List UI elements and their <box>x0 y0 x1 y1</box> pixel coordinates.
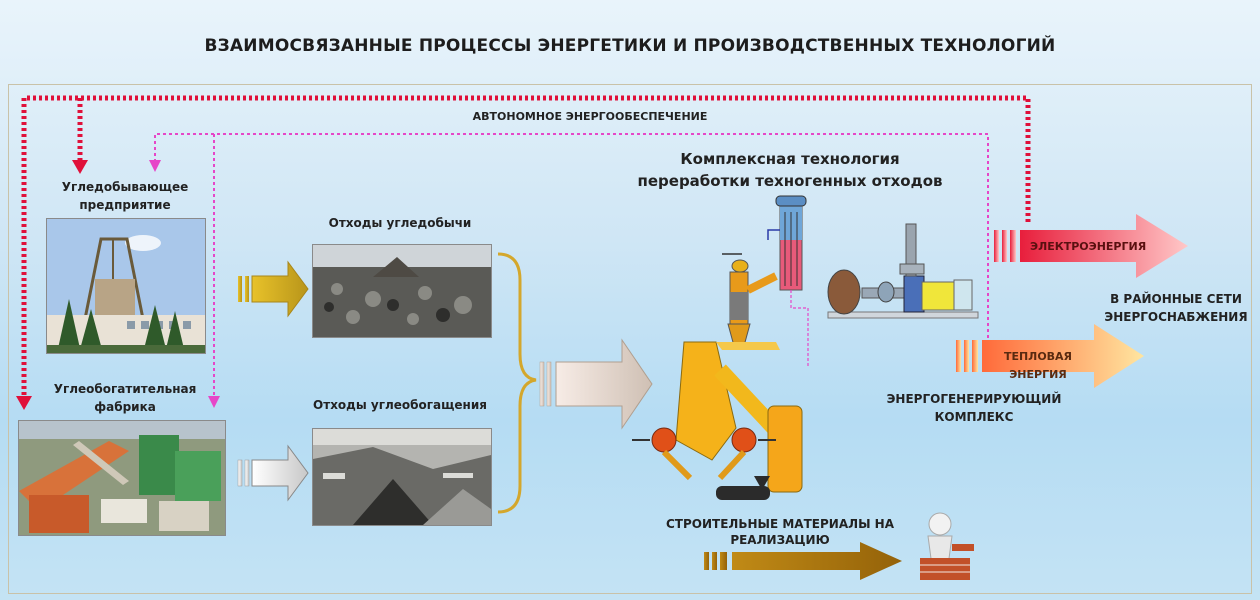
technology-label-line1: Комплексная технология <box>680 150 900 168</box>
page-title: ВЗАИМОСВЯЗАННЫЕ ПРОЦЕССЫ ЭНЕРГЕТИКИ И ПР… <box>204 36 1056 56</box>
plant-label-line1: Углеобогатительная <box>53 382 197 396</box>
generator-illustration <box>827 223 979 319</box>
arrow-heat <box>956 324 1144 388</box>
arrow-mine-waste <box>238 260 309 318</box>
generator-complex-label-line2: КОМПЛЕКС <box>934 410 1014 424</box>
pink-arrowhead-plant <box>208 396 220 408</box>
pink-dotted-loop <box>154 133 989 396</box>
red-arrowhead-mine <box>72 160 88 174</box>
grid-label: В РАЙОННЫЕ СЕТИ ЭНЕРГОСНАБЖЕНИЯ <box>1098 290 1254 326</box>
mining-waste-photo <box>312 244 492 338</box>
mine-label-line1: Угледобывающее <box>61 180 189 194</box>
brace <box>497 252 537 514</box>
building-materials-label-line1: СТРОИТЕЛЬНЫЕ МАТЕРИАЛЫ НА <box>665 517 895 531</box>
mine-photo <box>46 218 206 354</box>
arrow-to-processing <box>539 338 653 430</box>
mine-label-line2: предприятие <box>79 198 171 212</box>
electricity-label: ЭЛЕКТРОЭНЕРГИЯ <box>1030 240 1147 253</box>
technology-label-line2: переработки техногенных отходов <box>637 172 943 190</box>
enrichment-waste-label: Отходы углеобогащения <box>313 398 487 412</box>
enrichment-waste-photo <box>312 428 492 526</box>
red-arrowhead-plant <box>16 396 32 410</box>
pink-arrowhead-mine <box>149 160 161 172</box>
autonomous-supply-label: АВТОНОМНОЕ ЭНЕРГООБЕСПЕЧЕНИЕ <box>472 110 708 123</box>
generator-complex-label: ЭНЕРГОГЕНЕРИРУЮЩИЙ КОМПЛЕКС <box>864 390 1084 426</box>
red-dotted-loop <box>21 95 1031 396</box>
diagram-frame <box>8 84 1252 594</box>
plant-label-line2: фабрика <box>94 400 156 414</box>
grid-label-line2: ЭНЕРГОСНАБЖЕНИЯ <box>1104 310 1248 324</box>
arrow-building-materials <box>704 542 902 580</box>
plant-photo <box>18 420 226 536</box>
plant-label: Углеобогатительная фабрика <box>20 380 230 416</box>
worker-figure-icon <box>920 512 974 580</box>
building-materials-label: СТРОИТЕЛЬНЫЕ МАТЕРИАЛЫ НА РЕАЛИЗАЦИЮ <box>660 516 900 548</box>
arrow-electricity <box>994 214 1188 278</box>
building-materials-label-line2: РЕАЛИЗАЦИЮ <box>730 533 830 547</box>
grid-label-line1: В РАЙОННЫЕ СЕТИ <box>1110 292 1242 306</box>
generator-complex-label-line1: ЭНЕРГОГЕНЕРИРУЮЩИЙ <box>886 392 1062 406</box>
mining-waste-label: Отходы угледобычи <box>328 216 472 230</box>
processing-plant-illustration <box>632 195 809 500</box>
arrow-enrichment-waste <box>237 444 309 502</box>
heat-label: ТЕПЛОВАЯ ЭНЕРГИЯ <box>1003 350 1073 381</box>
technology-label: Комплексная технология переработки техно… <box>600 148 980 192</box>
mine-label: Угледобывающее предприятие <box>40 178 210 214</box>
